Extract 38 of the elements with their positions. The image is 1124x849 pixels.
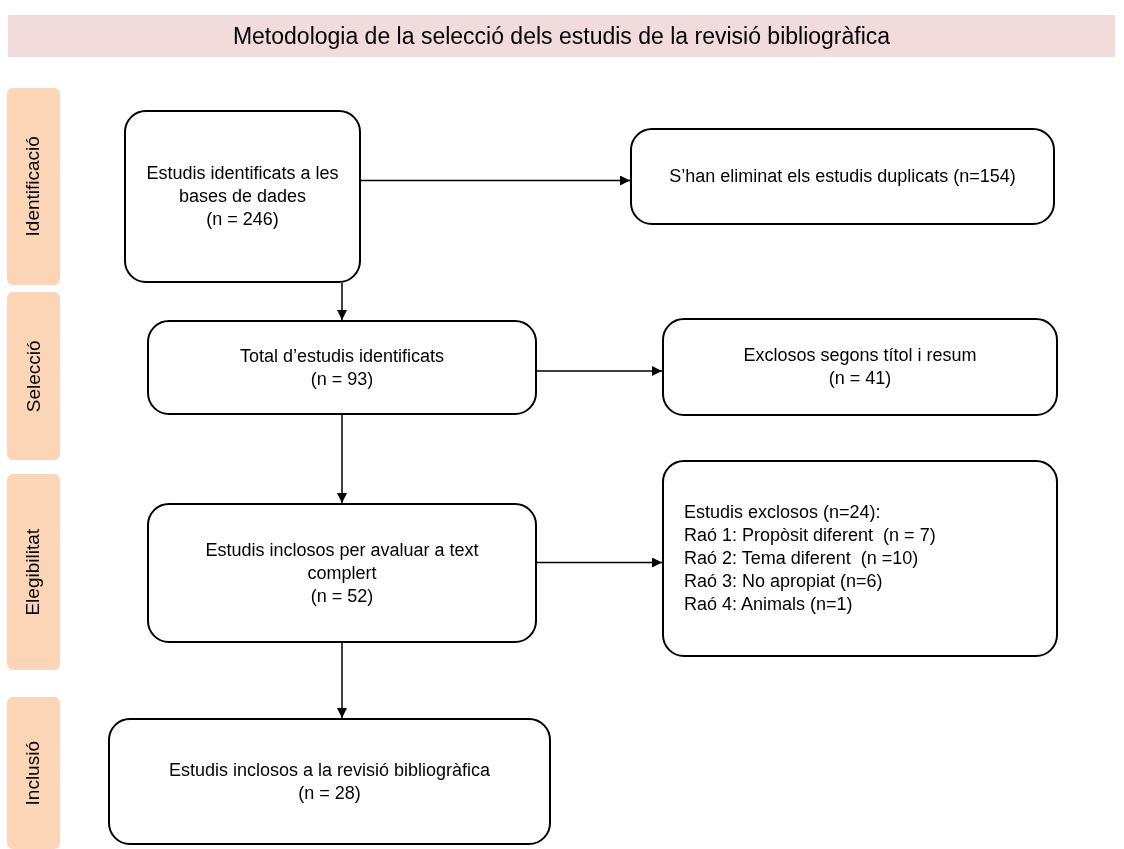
process-box xyxy=(147,320,537,415)
process-box xyxy=(662,318,1058,416)
stage-label: Identificació xyxy=(21,136,45,237)
arrow xyxy=(536,557,663,568)
box-text: Raó 2: Tema diferent (n =10) xyxy=(684,547,919,570)
stage-label: Selecció xyxy=(21,340,45,412)
arrow xyxy=(536,366,663,376)
box-text: Raó 4: Animals (n=1) xyxy=(684,593,853,616)
arrow xyxy=(337,282,347,321)
box-text: Estudis inclosos a la revisió bibliogràfica xyxy=(168,758,491,782)
box-text: (n = 52) xyxy=(310,584,374,608)
process-box xyxy=(662,460,1058,657)
arrow xyxy=(337,642,347,719)
box-text: Raó 1: Propòsit diferent (n = 7) xyxy=(684,524,936,547)
box-text: S’han eliminat els estudis duplicats (n=154) xyxy=(669,165,1016,188)
process-box xyxy=(124,110,361,283)
box-text: (n = 28) xyxy=(298,781,361,805)
box-text: (n = 93) xyxy=(310,367,374,391)
stage-band xyxy=(7,697,60,849)
box-text: Exclosos segons títol i resum xyxy=(743,344,977,367)
box-text: Estudis inclosos per avaluar a text complert xyxy=(204,538,480,585)
process-box xyxy=(108,718,551,845)
process-box xyxy=(147,503,537,643)
arrow xyxy=(337,414,347,504)
box-text: (n = 41) xyxy=(828,367,892,390)
arrow xyxy=(360,175,631,186)
stage-label: Inclusió xyxy=(21,740,45,806)
stage-label: Elegibilitat xyxy=(21,528,45,616)
process-box xyxy=(630,128,1055,225)
box-text: Estudis identificats a les bases de dades xyxy=(146,162,339,208)
box-text: Total d’estudis identificats xyxy=(239,344,445,368)
stage-band xyxy=(7,474,60,670)
box-text: (n = 246) xyxy=(206,208,279,231)
title-banner: Metodologia de la selecció dels estudis de la revisió bibliogràfica xyxy=(8,15,1115,57)
stage-band xyxy=(7,292,60,460)
stage-band xyxy=(7,88,60,285)
box-text: Raó 3: No apropiat (n=6) xyxy=(684,570,883,593)
box-text: Estudis exclosos (n=24): xyxy=(684,501,881,524)
